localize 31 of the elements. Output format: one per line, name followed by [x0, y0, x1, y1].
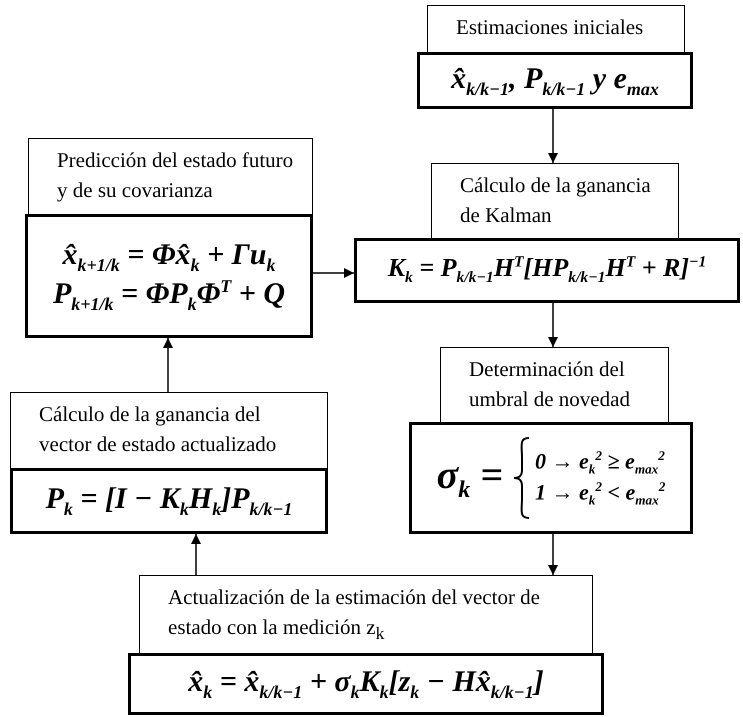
formula: x̂$_{k}$ = x̂$_{k/k−1}$ + σ$_{k}$K$_{k}$[z$_{k}$ − Hx̂$_{k/k−1}$] — [188, 665, 544, 703]
arrow — [548, 534, 558, 575]
step-title: Cálculo de la ganancia de Kalman — [460, 172, 652, 229]
step-heading-box — [139, 575, 593, 655]
formula-box — [25, 214, 313, 338]
formula: K$_{k}$ = P$_{k/k−1}$H$^{T}$[HP$_{k/k−1}$H$^{T}$ + R]$^{−1}$ — [388, 253, 706, 288]
formula-box — [354, 238, 740, 303]
formula-box — [409, 422, 693, 534]
step-heading-box — [10, 392, 328, 470]
step-heading-box — [28, 138, 313, 216]
formula: P$_{k+1/k}$ = ΦP$_{k}$Φ$^{T}$ + Q — [52, 276, 286, 314]
step-heading-box — [427, 5, 685, 54]
formula: σ$_{k}$ = — [436, 452, 504, 504]
step-title: Estimaciones iniciales — [456, 14, 644, 41]
step-title: Actualización de la estimación del vector de estado con la medición z$_{k}$ — [168, 584, 542, 646]
arrow — [163, 338, 173, 392]
formula: x̂$_{k+1/k}$ = Φx̂$_{k}$ + Γu$_{k}$ — [62, 238, 276, 276]
formula: x̂$_{k/k−1}$, P$_{k/k−1}$ y e$_{max}$ — [451, 62, 659, 100]
step-heading-box — [431, 163, 679, 240]
arrow — [548, 303, 558, 347]
step-title: Determinación del umbral de novedad — [469, 356, 631, 413]
arrow — [191, 534, 201, 575]
step-title: Cálculo de la ganancia del vector de estado actualizado — [39, 401, 278, 458]
arrow — [313, 268, 354, 278]
arrow — [548, 109, 558, 163]
formula-box — [128, 653, 604, 715]
formula-box — [10, 468, 328, 534]
formula: P$_{k}$ = [I − K$_{k}$H$_{k}$]P$_{k/k−1}$ — [46, 482, 292, 520]
formula-box — [417, 52, 693, 109]
step-title: Predicción del estado futuro y de su covarianza — [57, 147, 294, 204]
step-heading-box — [440, 347, 669, 424]
